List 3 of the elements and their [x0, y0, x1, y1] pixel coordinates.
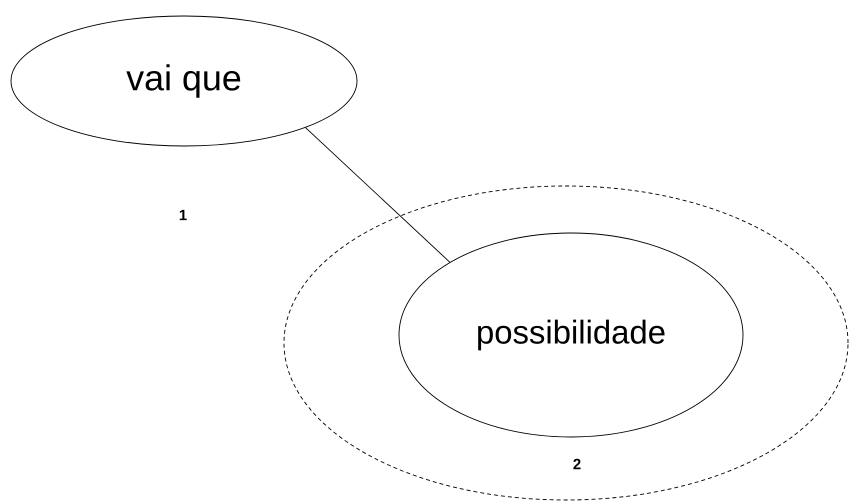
connector-line: [305, 127, 450, 263]
number-label: 1: [180, 210, 187, 220]
ellipse-number: 2: [573, 458, 581, 470]
